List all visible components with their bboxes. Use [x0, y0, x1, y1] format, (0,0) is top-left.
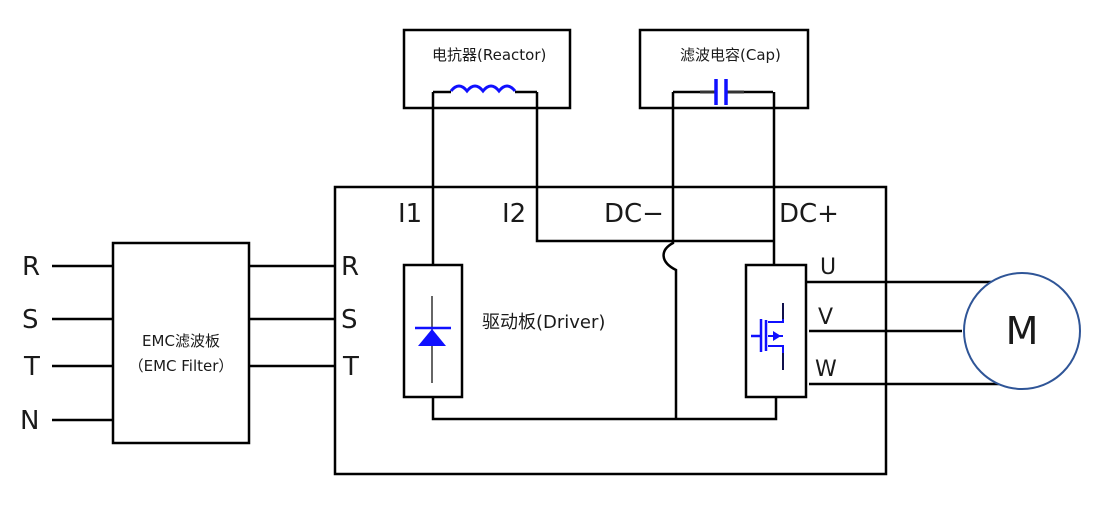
emc-filter-box: [111, 241, 251, 445]
dc-minus-wire: [662, 92, 678, 419]
driver-input-t-label: T: [342, 352, 359, 382]
capacitor-label: 滤波电容(Cap): [680, 46, 781, 64]
emc-filter-label-line1: EMC滤波板: [142, 332, 220, 350]
input-r-label: R: [22, 252, 40, 282]
reactor-label: 电抗器(Reactor): [432, 46, 546, 64]
driver-label: 驱动板(Driver): [482, 312, 605, 333]
terminal-i2-label: I2: [502, 199, 526, 229]
reactor-box: [402, 28, 572, 110]
dc-bus-bottom-wire: [431, 397, 778, 421]
capacitor-box: [638, 28, 810, 110]
terminal-i1-label: I1: [398, 199, 422, 229]
input-t-label: T: [23, 352, 40, 382]
capacitor-block: 滤波电容(Cap): [638, 28, 810, 110]
inductor-icon: [433, 84, 537, 94]
emc-filter-label-line2: （EMC Filter）: [129, 357, 234, 375]
driver-input-s-label: S: [341, 305, 358, 335]
input-s-label: S: [22, 305, 39, 335]
igbt-icon: [751, 303, 784, 370]
inverter-box: [744, 263, 808, 399]
diode-icon: [415, 296, 451, 383]
output-w-label: W: [815, 357, 837, 382]
terminal-dc-plus-label: DC+: [779, 199, 839, 229]
motor-circle: [963, 272, 1081, 390]
output-v-label: V: [818, 305, 833, 330]
driver-board-box: [333, 185, 888, 476]
capacitor-icon: [673, 79, 773, 105]
driver-input-r-label: R: [341, 252, 359, 282]
output-u-label: U: [820, 255, 836, 280]
i2-wire: [535, 92, 774, 243]
terminal-dc-minus-label: DC−: [604, 199, 664, 229]
motor-label: M: [1006, 309, 1039, 353]
reactor-block: 电抗器(Reactor): [402, 28, 572, 110]
input-n-label: N: [20, 406, 39, 436]
